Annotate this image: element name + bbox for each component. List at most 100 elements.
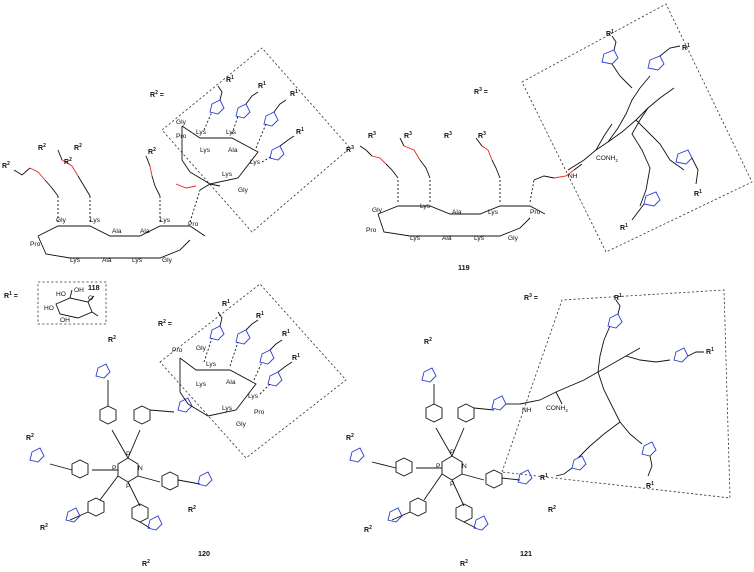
- oxime-arms-118: [13, 149, 221, 223]
- nh-label: NH: [522, 407, 532, 414]
- r1-definition-label: R1 =: [4, 291, 18, 300]
- r1-label: R1: [620, 223, 628, 232]
- n-atom: N: [462, 463, 467, 470]
- residue-gly: Gly: [162, 257, 173, 264]
- cyclopeptide-118: Gly Lys Ala Ala Lys Pro Pro Lys Ala Lys …: [30, 217, 206, 264]
- r2-definition-box-118: [161, 47, 351, 233]
- r1-label: R1: [646, 481, 654, 490]
- r1-label: R1: [226, 75, 234, 84]
- r2-label: R2: [26, 433, 34, 442]
- r2-label: R2: [108, 335, 116, 344]
- r3-label: R3: [404, 131, 412, 140]
- r1-label: R1: [290, 89, 298, 98]
- r1-label: R1: [694, 189, 702, 198]
- n-atom: N: [138, 465, 143, 472]
- aryl-arms-120: [29, 363, 213, 531]
- oh-label: OH: [74, 287, 84, 294]
- residue-ala: Ala: [452, 209, 462, 216]
- r3-definition-label: R3 =: [474, 87, 488, 96]
- residue-lys: Lys: [70, 257, 81, 264]
- residue-ala: Ala: [102, 257, 112, 264]
- aryl-arms-121: [349, 367, 533, 531]
- r1-label: R1: [540, 473, 548, 482]
- r2-label: R2: [64, 157, 72, 166]
- r2-label: R2: [548, 505, 556, 514]
- r1-label: R1: [282, 329, 290, 338]
- p-atom: P: [126, 483, 131, 490]
- residue-ala: Ala: [226, 379, 236, 386]
- residue-lys: Lys: [206, 361, 217, 368]
- residue-gly: Gly: [196, 345, 207, 352]
- residue-pro: Pro: [30, 241, 41, 248]
- residue-lys: Lys: [222, 171, 233, 178]
- r1-label: R1: [292, 353, 300, 362]
- residue-pro: Pro: [530, 209, 541, 216]
- residue-lys: Lys: [90, 217, 101, 224]
- r2-label: R2: [148, 147, 156, 156]
- residue-gly: Gly: [238, 187, 249, 194]
- residue-gly: Gly: [176, 119, 187, 126]
- compound-number-118: 118: [88, 283, 100, 292]
- r2-label: R2: [188, 505, 196, 514]
- r3-definition-box-119: [521, 3, 753, 253]
- r2-substructure-120: Pro Gly Lys Ala Lys Lys Lys Pro Gly: [172, 311, 293, 428]
- r3-definition-label: R3 =: [524, 293, 538, 302]
- p-atom: P: [436, 463, 441, 470]
- residue-ala: Ala: [140, 228, 150, 235]
- residue-lys: Lys: [488, 209, 499, 216]
- residue-lys: Lys: [474, 235, 485, 242]
- residue-lys: Lys: [196, 381, 207, 388]
- residue-lys: Lys: [250, 159, 261, 166]
- mannose-ring: [55, 297, 93, 319]
- residue-ala: Ala: [228, 147, 238, 154]
- r2-label: R2: [460, 559, 468, 568]
- compound-number-121: 121: [520, 549, 532, 558]
- r1-label: R1: [682, 43, 690, 52]
- o-label: O: [88, 295, 93, 302]
- nh-label: NH: [568, 173, 578, 180]
- residue-pro: Pro: [366, 227, 377, 234]
- r2-label: R2: [424, 337, 432, 346]
- residue-lys: Lys: [410, 235, 421, 242]
- p-atom: P: [450, 481, 455, 488]
- cyclopeptide-119: Gly Lys Ala Lys Pro Pro Lys Ala Lys Gly: [366, 203, 546, 242]
- residue-gly: Gly: [508, 235, 519, 242]
- residue-pro: Pro: [188, 221, 199, 228]
- r2-definition-label: R2 =: [158, 319, 172, 328]
- r2-label: R2: [346, 433, 354, 442]
- r1-label: R1: [256, 311, 264, 320]
- residue-gly: Gly: [372, 207, 383, 214]
- r2-substructure-118: Gly Lys Lys Ala Lys Lys Gly Pro Lys: [176, 85, 295, 194]
- residue-lys: Lys: [160, 217, 171, 224]
- r1-label: R1: [296, 127, 304, 136]
- p-atom: P: [450, 449, 455, 456]
- r1-label: R1: [258, 81, 266, 90]
- structure-119: Gly Lys Ala Lys Pro Pro Lys Ala Lys Gly: [346, 3, 753, 272]
- residue-ala: Ala: [442, 235, 452, 242]
- r3-dendron-121: NH CONH2: [519, 299, 704, 477]
- r2-label: R2: [40, 523, 48, 532]
- oxime-arms-119: [359, 137, 583, 203]
- conh2-label: CONH2: [596, 155, 618, 163]
- r1-label: R1: [222, 299, 230, 308]
- r2-label: R2: [142, 559, 150, 568]
- r2-label: R2: [38, 143, 46, 152]
- residue-lys: Lys: [200, 147, 211, 154]
- residue-gly: Gly: [56, 217, 67, 224]
- r3-label: R3: [368, 131, 376, 140]
- residue-lys: Lys: [132, 257, 143, 264]
- r1-label: R1: [706, 347, 714, 356]
- r2-label: R2: [2, 161, 10, 170]
- r1-label: R1: [614, 293, 622, 302]
- residue-lys: Lys: [226, 129, 237, 136]
- r3-definition-box-121: [501, 289, 731, 499]
- residue-lys: Lys: [196, 129, 207, 136]
- residue-ala: Ala: [112, 228, 122, 235]
- r2-label: R2: [74, 143, 82, 152]
- r2-definition-label: R2 =: [150, 90, 164, 99]
- structure-120: P P N P: [26, 283, 347, 568]
- oh-label: HO: [44, 305, 54, 312]
- r1-definition-box: [37, 281, 107, 325]
- residue-pro: Pro: [172, 347, 183, 354]
